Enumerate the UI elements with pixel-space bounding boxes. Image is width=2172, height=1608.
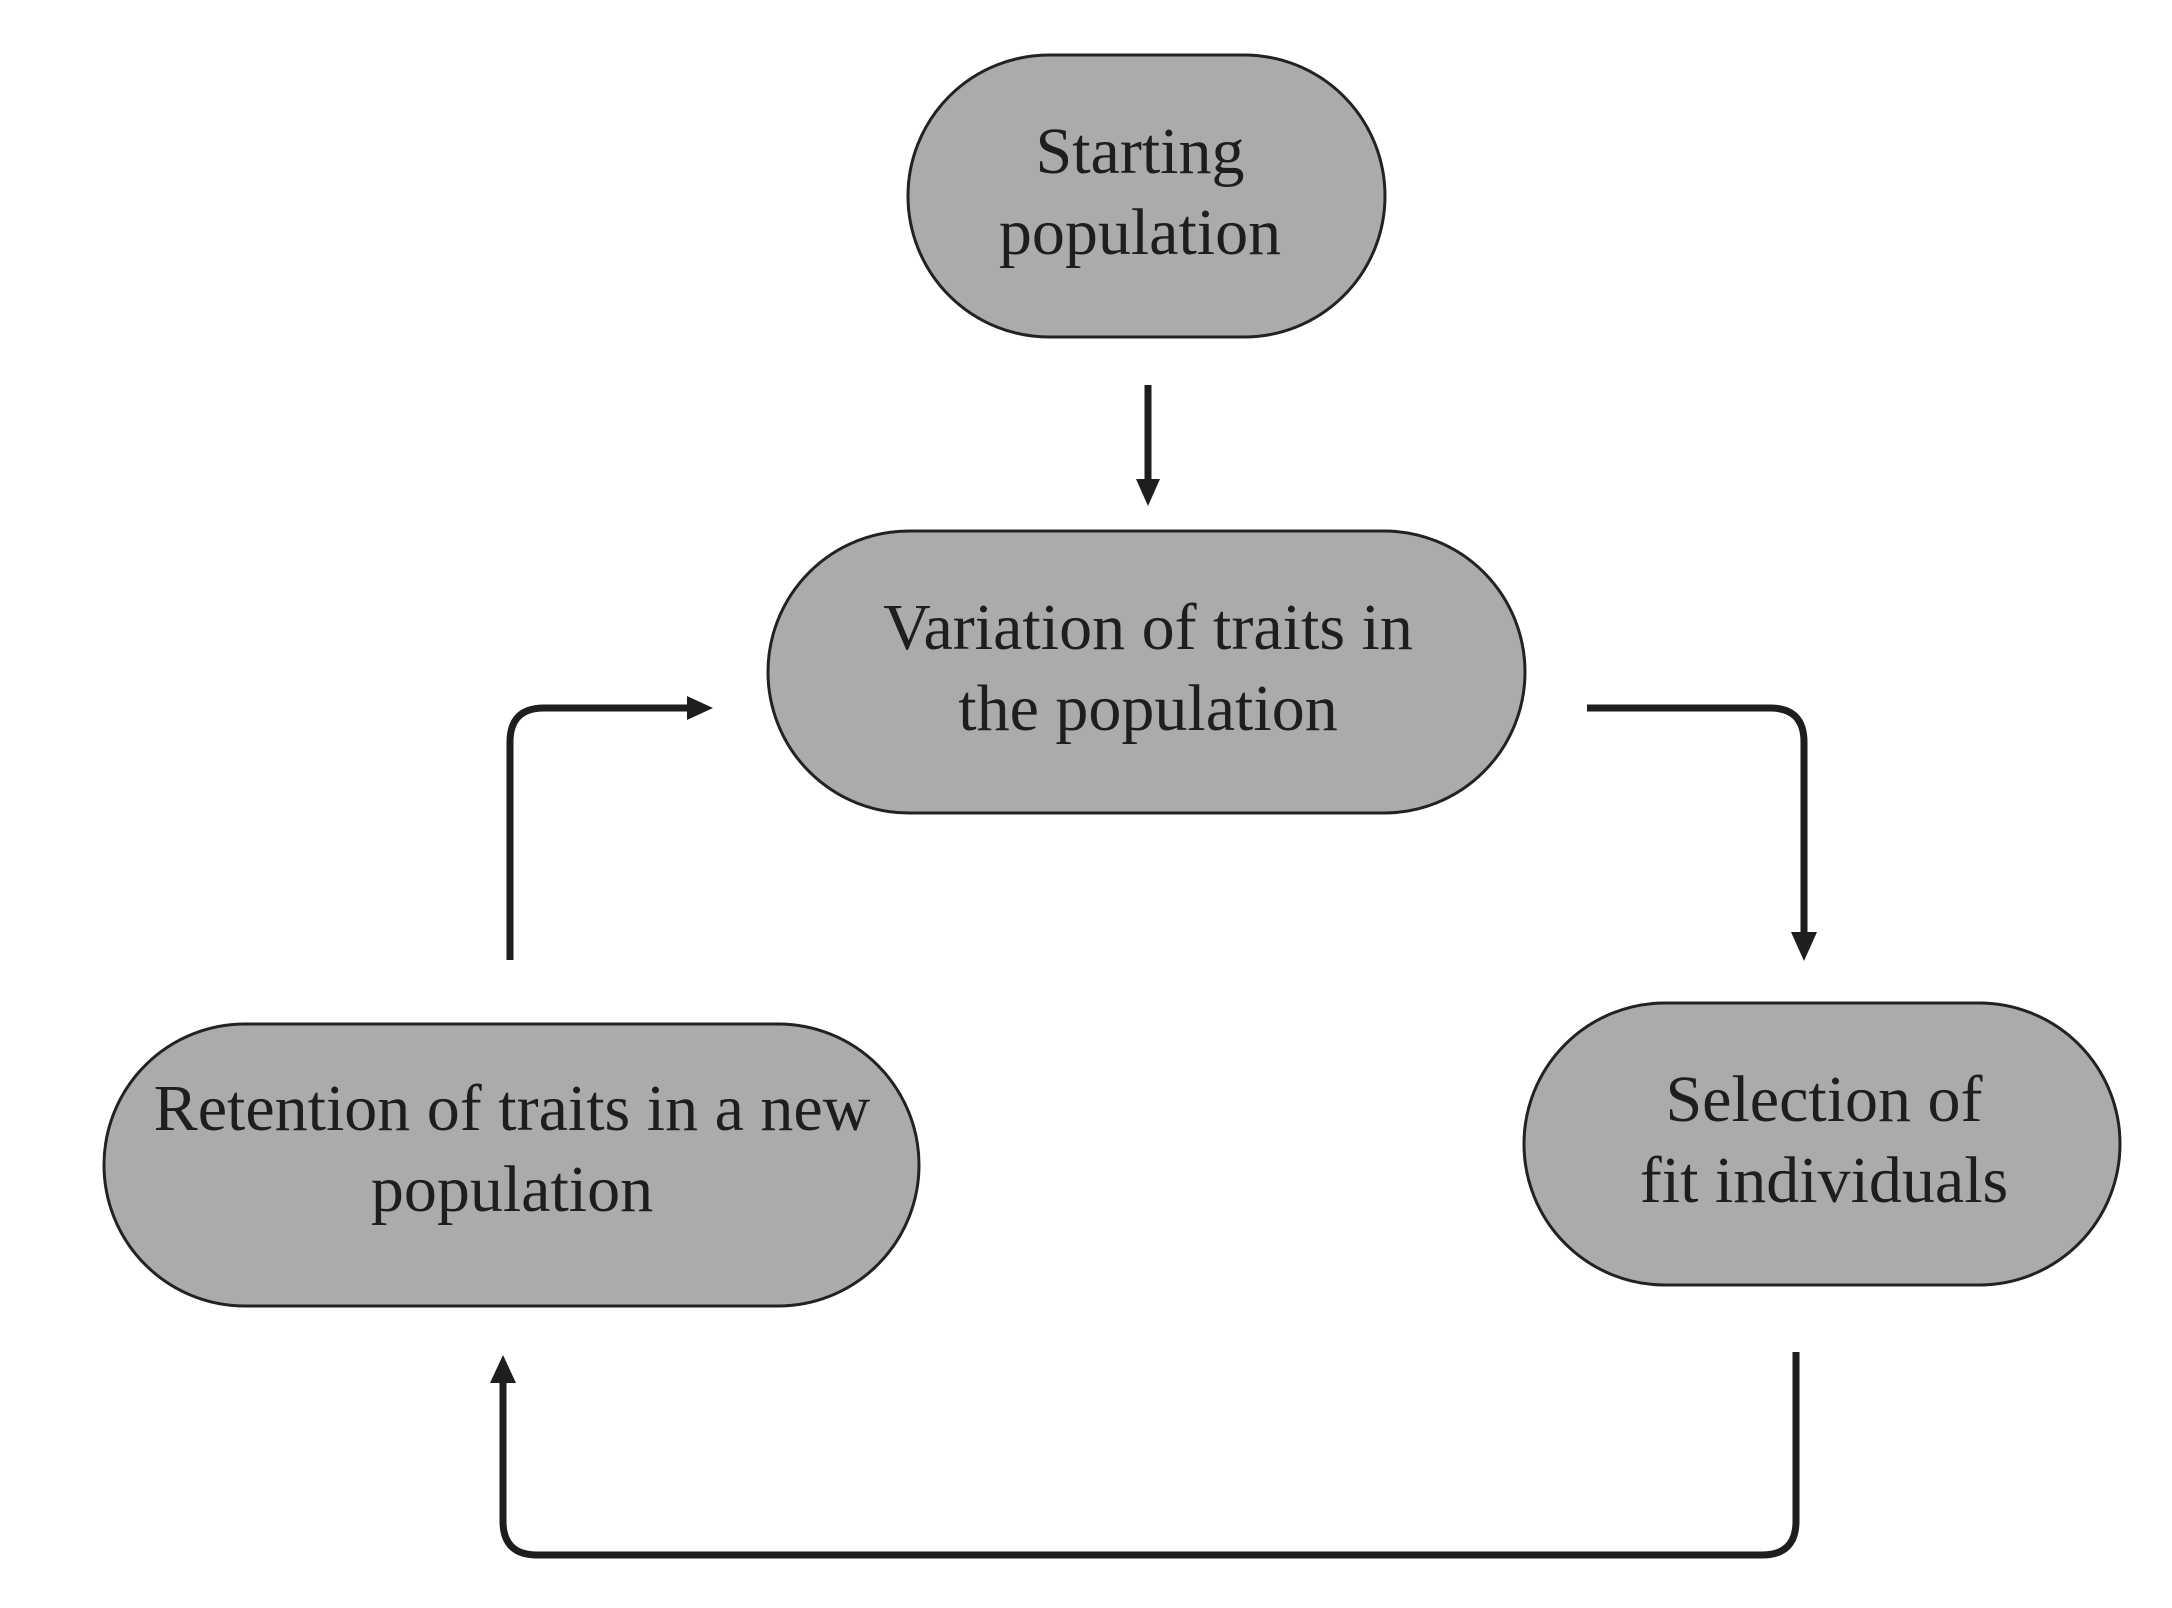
arrow-selection-to-retention xyxy=(490,1352,1800,1559)
node-retention-of-traits-shape xyxy=(102,1022,921,1308)
node-variation-of-traits: Variation of traits in the population xyxy=(766,529,1527,815)
arrow-selection-to-retention-line xyxy=(499,1352,1800,1559)
node-variation-of-traits-label-line1: Variation of traits in xyxy=(883,591,1413,664)
node-starting-population-label-line1: Starting xyxy=(1036,115,1245,188)
node-starting-population-label-line2: population xyxy=(999,196,1281,269)
node-variation-of-traits-label-line2: the population xyxy=(958,672,1337,745)
arrow-variation-to-selection xyxy=(1587,704,1817,961)
node-selection-of-fit-individuals: Selection of fit individuals xyxy=(1522,1001,2122,1287)
node-variation-of-traits-shape xyxy=(766,529,1527,815)
node-selection-of-fit-individuals-shape xyxy=(1522,1001,2122,1287)
node-selection-label-line2: fit individuals xyxy=(1640,1144,2008,1217)
node-starting-population-shape xyxy=(906,53,1387,339)
arrow-selection-to-retention-head xyxy=(490,1355,516,1383)
arrow-retention-to-variation-head xyxy=(687,696,713,720)
node-retention-label-line1: Retention of traits in a new xyxy=(154,1072,871,1145)
node-retention-of-traits: Retention of traits in a new population xyxy=(102,1022,921,1308)
node-starting-population: Starting population xyxy=(906,53,1387,339)
arrow-retention-to-variation-line xyxy=(506,704,690,960)
node-selection-label-line1: Selection of xyxy=(1665,1063,1982,1136)
arrow-variation-to-selection-line xyxy=(1587,704,1808,935)
arrow-retention-to-variation xyxy=(506,696,713,960)
arrow-start-to-variation xyxy=(1136,385,1160,506)
arrow-start-to-variation-head xyxy=(1136,479,1160,506)
node-retention-label-line2: population xyxy=(371,1153,653,1226)
arrow-variation-to-selection-head xyxy=(1791,932,1817,961)
